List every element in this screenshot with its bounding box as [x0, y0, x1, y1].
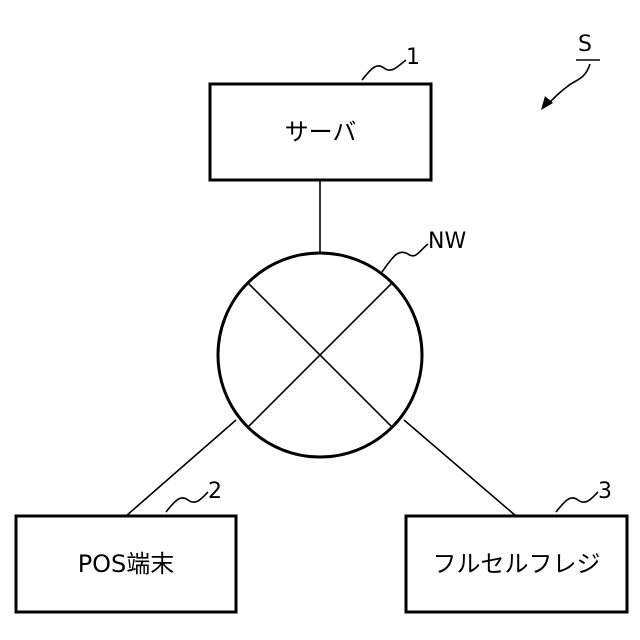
server-node: サーバ 1	[210, 45, 431, 180]
figure-pointer-leader	[548, 64, 590, 104]
pos-terminal-ref-leader	[166, 492, 208, 512]
server-ref: 1	[406, 45, 420, 70]
full-self-register-node: フルセルフレジ 3	[406, 479, 627, 612]
full-self-register-ref-leader	[556, 492, 598, 512]
network-ref: NW	[428, 229, 466, 254]
server-label: サーバ	[285, 118, 357, 146]
network-ref-leader	[382, 244, 428, 272]
pos-terminal-ref: 2	[208, 479, 222, 504]
pos-terminal-node: POS端末 2	[16, 479, 236, 612]
server-ref-leader	[362, 60, 406, 80]
network-node: NW	[218, 229, 466, 457]
register-network-link	[404, 420, 516, 516]
full-self-register-label: フルセルフレジ	[433, 550, 601, 578]
figure-label: S	[578, 32, 592, 57]
pos-terminal-label: POS端末	[78, 550, 175, 578]
full-self-register-ref: 3	[598, 479, 612, 504]
figure-pointer-arrowhead	[541, 96, 553, 110]
